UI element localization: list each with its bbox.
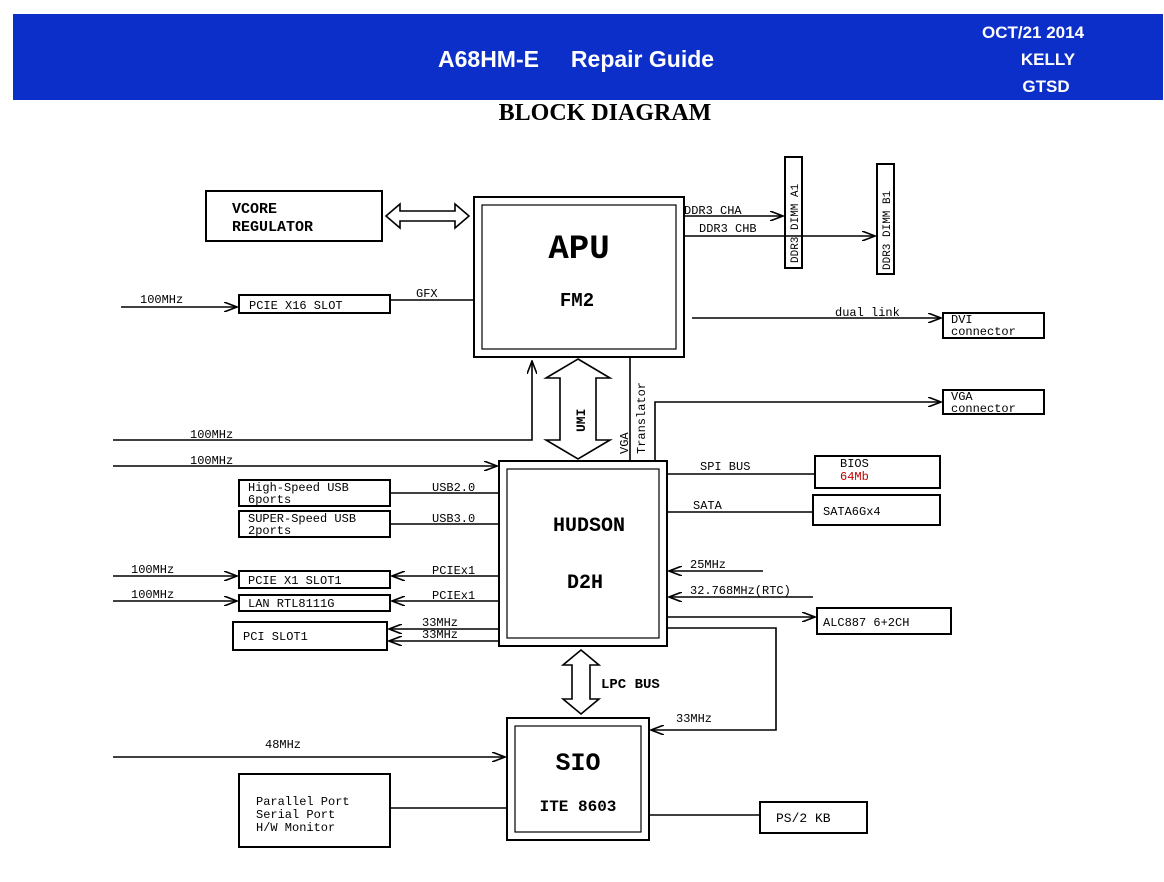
lpc-bus-label: LPC BUS <box>601 677 660 693</box>
hudson-title: HUDSON <box>553 515 625 538</box>
usb20-label: USB2.0 <box>432 481 475 495</box>
dvi-connector-label: connector <box>951 325 1016 339</box>
spi-bus-label: SPI BUS <box>700 460 750 474</box>
pciex1-b-label: PCIEx1 <box>432 589 475 603</box>
pciex1-a-label: PCIEx1 <box>432 564 475 578</box>
bios-block <box>814 455 941 489</box>
clock-33mhz-sio-line <box>651 627 777 730</box>
vga-output-line <box>654 402 941 461</box>
clock-100mhz-lan-label: 100MHz <box>131 588 174 602</box>
super-speed-usb-ports-label: 2ports <box>248 524 291 538</box>
clock-100mhz-hudson-label: 100MHz <box>190 454 233 468</box>
clock-48mhz-label: 48MHz <box>265 738 301 752</box>
high-speed-usb-label: High-Speed USB <box>248 481 349 495</box>
umi-label: UMI <box>574 409 589 432</box>
dimm-b1-label: DDR3 DIMM B1 <box>882 190 894 270</box>
ports-block <box>238 773 391 848</box>
dvi-label: DVI <box>951 313 973 327</box>
bios-size-label: 64Mb <box>840 470 869 484</box>
pci-slot-block <box>232 621 388 651</box>
alc887-label: ALC887 6+2CH <box>823 616 909 630</box>
apu-inner-border <box>481 204 677 350</box>
apu-title: APU <box>548 231 609 269</box>
usb30-label: USB3.0 <box>432 512 475 526</box>
lan-block <box>238 594 391 612</box>
sata6g-block <box>812 494 941 526</box>
lan-label: LAN RTL8111G <box>248 597 334 611</box>
clock-25mhz-label: 25MHz <box>690 558 726 572</box>
dimm-a1-slot <box>784 156 803 269</box>
sata-label: SATA <box>693 499 723 513</box>
vga-translator-label-2: Translator <box>635 382 649 454</box>
ddr3-cha-label: DDR3 CHA <box>684 204 742 218</box>
clock-100mhz-pcie-x1-label: 100MHz <box>131 563 174 577</box>
dvi-connector-block <box>942 312 1045 339</box>
header-banner <box>13 14 1163 100</box>
alc887-block <box>816 607 952 635</box>
parallel-port-label: Parallel Port <box>256 795 350 809</box>
lpc-bus-link <box>560 648 602 716</box>
gfx-label: GFX <box>416 287 438 301</box>
regulator-label: REGULATOR <box>232 219 313 236</box>
apu-subtitle: FM2 <box>560 290 594 312</box>
clock-100mhz-apu-line <box>113 361 532 441</box>
ps2-kb-block <box>759 801 868 834</box>
sio-subtitle: ITE 8603 <box>540 798 617 816</box>
hudson-block <box>498 460 668 647</box>
vga-connector-label: connector <box>951 402 1016 416</box>
sata6g-label: SATA6Gx4 <box>823 505 881 519</box>
pcie-x16-slot-block <box>238 294 391 314</box>
vga-translator-label-1: VGA <box>618 432 632 454</box>
apu-block <box>473 196 685 358</box>
dimm-b1-slot <box>876 163 895 275</box>
vga-label: VGA <box>951 390 973 404</box>
vcore-apu-link <box>384 202 471 230</box>
clock-rtc-label: 32.768MHz(RTC) <box>690 584 791 598</box>
document-title: A68HM-E Repair Guide <box>438 46 715 72</box>
hudson-inner-border <box>506 468 660 639</box>
clock-33mhz-sio-label: 33MHz <box>676 712 712 726</box>
clock-100mhz-apu-label: 100MHz <box>190 428 233 442</box>
super-speed-usb-label: SUPER-Speed USB <box>248 512 356 526</box>
high-speed-usb-block <box>238 479 391 507</box>
bios-label: BIOS <box>840 457 869 471</box>
ddr3-chb-label: DDR3 CHB <box>699 222 757 236</box>
document-department: GTSD <box>1022 77 1070 96</box>
hw-monitor-label: H/W Monitor <box>256 821 335 835</box>
document-date: OCT/21 2014 <box>981 23 1085 42</box>
high-speed-usb-ports-label: 6ports <box>248 493 291 507</box>
dual-link-label: dual link <box>835 306 900 320</box>
vcore-regulator-block <box>205 190 383 242</box>
vga-connector-block <box>942 389 1045 415</box>
pci-slot-label: PCI SLOT1 <box>243 630 308 644</box>
clock-100mhz-pcie-label: 100MHz <box>140 293 183 307</box>
sio-block <box>506 717 650 841</box>
hudson-subtitle: D2H <box>567 572 603 595</box>
serial-port-label: Serial Port <box>256 808 335 822</box>
umi-link <box>543 358 613 460</box>
clock-33mhz-a-label: 33MHz <box>422 616 458 630</box>
document-author: KELLY <box>1020 50 1076 69</box>
diagram-heading: BLOCK DIAGRAM <box>498 100 712 126</box>
ps2-kb-label: PS/2 KB <box>776 811 831 826</box>
vcore-label: VCORE <box>232 201 277 218</box>
pcie-x1-slot-block <box>238 570 391 589</box>
pcie-x1-label: PCIE X1 SLOT1 <box>248 574 342 588</box>
sio-title: SIO <box>555 749 600 778</box>
pcie-x16-label: PCIE X16 SLOT <box>249 299 343 313</box>
sio-inner-border <box>514 725 642 833</box>
clock-33mhz-b-label: 33MHz <box>422 628 458 642</box>
dimm-a1-label: DDR3 DIMM A1 <box>790 183 802 263</box>
